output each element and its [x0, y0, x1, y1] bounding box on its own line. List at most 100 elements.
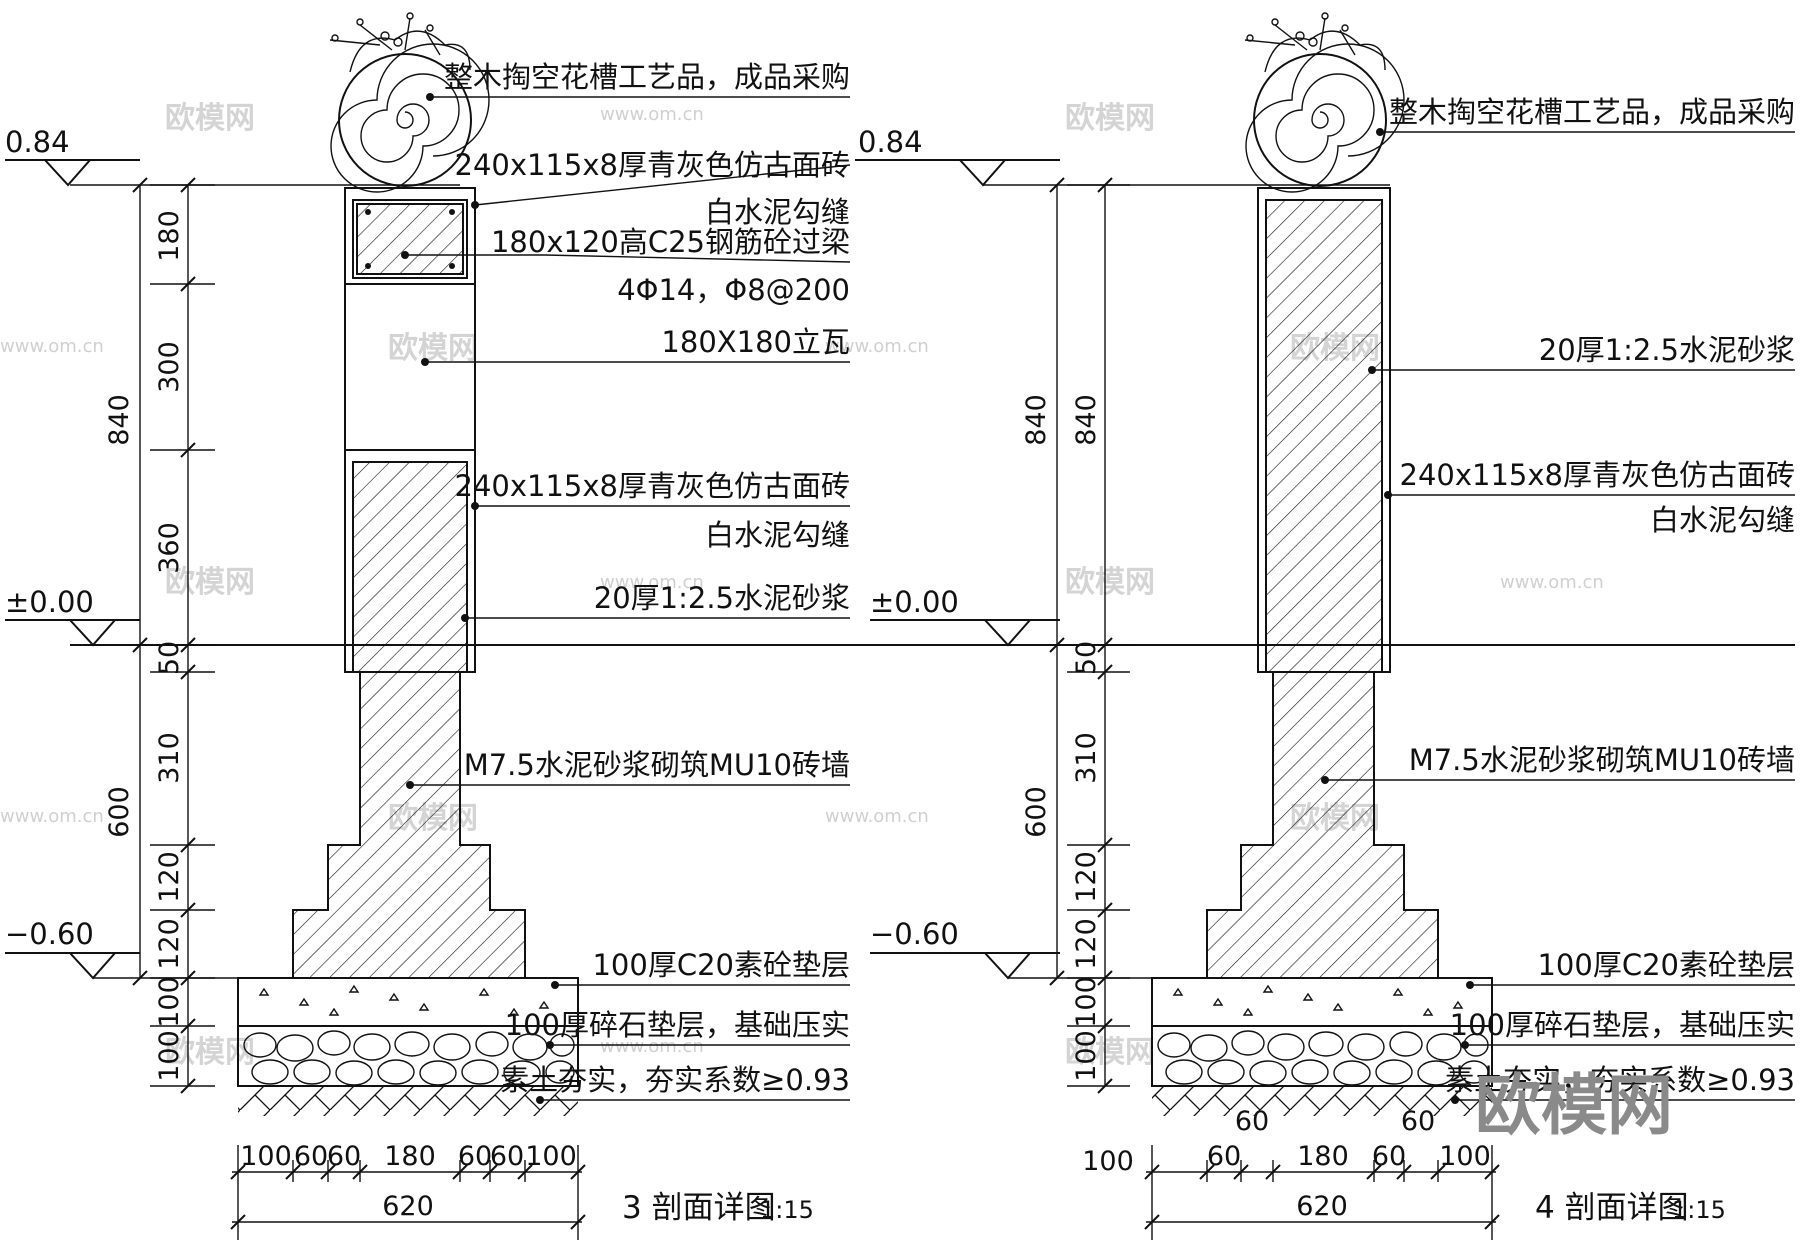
svg-text:−0.60: −0.60 [870, 917, 959, 951]
svg-text:600: 600 [104, 786, 135, 838]
svg-text:120: 120 [1071, 851, 1102, 903]
svg-text:840: 840 [104, 394, 135, 446]
annotation-leaders [401, 93, 851, 1104]
svg-text:50: 50 [154, 641, 185, 675]
svg-text:310: 310 [1071, 732, 1102, 784]
svg-text:50: 50 [1071, 641, 1102, 675]
watermark-text: 欧模网 [1065, 565, 1155, 600]
compacted-soil [1152, 1086, 1492, 1116]
watermark-text: 欧模网 [165, 1035, 255, 1070]
annotation-label: 白水泥勾缝 [705, 518, 850, 552]
svg-text:4 剖面详图: 4 剖面详图 [1535, 1190, 1689, 1226]
annotation-label: 20厚1:2.5水泥砂浆 [594, 581, 850, 615]
svg-text:60: 60 [1235, 1106, 1269, 1137]
svg-text:100: 100 [1082, 1146, 1134, 1177]
watermark-url: www.om.cn [1500, 572, 1604, 593]
lintel-fill [356, 203, 464, 275]
section-title: 4 剖面详图 1:15 [1535, 1190, 1726, 1226]
svg-text:600: 600 [1021, 786, 1052, 838]
planter-icon [1244, 12, 1405, 193]
level-marker-zero: ±0.00 [5, 585, 140, 647]
planter-icon [329, 12, 490, 193]
svg-text:360: 360 [154, 522, 185, 574]
watermark-url: www.om.cn [0, 806, 104, 827]
svg-text:60: 60 [490, 1141, 524, 1172]
annotation-label: 100厚碎石垫层，基础压实 [1450, 1008, 1795, 1042]
level-marker-bottom: −0.60 [870, 917, 1210, 980]
footing-wall [292, 671, 526, 979]
tile-cell [344, 283, 476, 451]
svg-text:100: 100 [154, 1030, 185, 1082]
svg-text:0.84: 0.84 [5, 125, 70, 159]
svg-text:±0.00: ±0.00 [870, 585, 959, 619]
svg-text:840: 840 [1071, 394, 1102, 446]
svg-text:60: 60 [294, 1141, 328, 1172]
watermark-url: www.om.cn [600, 104, 704, 125]
annotation-label: 素土夯实，夯实系数≥0.93 [500, 1063, 850, 1097]
column-fill [1265, 199, 1383, 673]
svg-text:60: 60 [1401, 1106, 1435, 1137]
level-marker-top: 0.84 [855, 125, 1390, 187]
svg-text:60: 60 [1372, 1141, 1406, 1172]
annotation-labels: 整木掏空花槽工艺品，成品采购 240x115x8厚青灰色仿古面砖 白水泥勾缝 1… [444, 60, 850, 1097]
svg-text:100: 100 [154, 976, 185, 1028]
watermark-url: www.om.cn [600, 572, 704, 593]
column-fill [352, 461, 468, 673]
svg-text:100: 100 [525, 1141, 577, 1172]
watermark-layer: 欧模网 www.om.cn 欧模网 www.om.cn 欧模网 www.om.c… [0, 101, 1604, 1070]
annotation-label: 素土夯实，夯实系数≥0.93 [1445, 1063, 1795, 1097]
compacted-soil [238, 1086, 578, 1116]
annotation-label: 100厚C20素砼垫层 [1537, 948, 1795, 982]
annotation-label: M7.5水泥砂浆砌筑MU10砖墙 [464, 748, 850, 782]
svg-text:±0.00: ±0.00 [5, 585, 94, 619]
annotation-label: 240x115x8厚青灰色仿古面砖 [455, 469, 850, 503]
watermark-text: 欧模网 [165, 101, 255, 136]
annotation-label: 4Φ14，Φ8@200 [617, 273, 850, 307]
svg-text:100: 100 [1439, 1141, 1491, 1172]
svg-text:120: 120 [1071, 918, 1102, 970]
watermark-text: 欧模网 [388, 331, 478, 366]
svg-text:840: 840 [1021, 394, 1052, 446]
svg-text:180: 180 [384, 1141, 436, 1172]
annotation-label: 240x115x8厚青灰色仿古面砖 [1400, 458, 1795, 492]
svg-text:180: 180 [154, 210, 185, 262]
annotation-label: 整木掏空花槽工艺品，成品采购 [1389, 95, 1795, 129]
svg-text:3 剖面详图: 3 剖面详图 [622, 1190, 776, 1226]
watermark-url: www.om.cn [825, 806, 929, 827]
svg-text:100: 100 [1071, 976, 1102, 1028]
svg-text:100: 100 [240, 1141, 292, 1172]
annotation-leaders [1321, 128, 1795, 1104]
footing-wall [1206, 671, 1439, 979]
watermark-url: www.om.cn [825, 336, 929, 357]
level-marker-bottom: −0.60 [5, 917, 300, 980]
svg-text:0.84: 0.84 [858, 125, 923, 159]
svg-text:1:15: 1:15 [760, 1196, 814, 1224]
annotation-label: 整木掏空花槽工艺品，成品采购 [444, 60, 850, 94]
level-marker-zero: ±0.00 [870, 585, 1060, 647]
svg-text:60: 60 [1207, 1141, 1241, 1172]
concrete-dots [258, 984, 550, 1016]
svg-text:310: 310 [154, 732, 185, 784]
svg-text:100: 100 [1071, 1030, 1102, 1082]
level-marker-top: 0.84 [5, 125, 460, 187]
lintel-beam [352, 199, 468, 279]
annotation-label: 白水泥勾缝 [1650, 503, 1795, 537]
watermark-url: www.om.cn [0, 336, 104, 357]
horizontal-dimension-chain: 100 60 180 60 100 60 60 620 [1082, 1106, 1500, 1240]
section-title: 3 剖面详图 1:15 [622, 1190, 814, 1226]
svg-text:620: 620 [382, 1191, 434, 1222]
horizontal-dimension-chain: 100 60 60 180 60 60 100 620 [230, 1141, 586, 1240]
concrete-bed [1151, 977, 1493, 1027]
annotation-label: 180X180立瓦 [661, 325, 850, 359]
annotation-label: 100厚碎石垫层，基础压实 [505, 1008, 850, 1042]
brand-watermark: 欧模网 [1475, 1067, 1673, 1144]
annotation-label: M7.5水泥砂浆砌筑MU10砖墙 [1409, 743, 1795, 777]
svg-text:120: 120 [154, 918, 185, 970]
watermark-text: 欧模网 [1065, 101, 1155, 136]
svg-text:620: 620 [1296, 1191, 1348, 1222]
svg-text:180: 180 [1297, 1141, 1349, 1172]
svg-text:300: 300 [154, 341, 185, 393]
watermark-url: www.om.cn [600, 1036, 704, 1057]
vertical-dimension-chain: 840 600 840 50 310 120 120 100 100 [1021, 177, 1130, 1094]
